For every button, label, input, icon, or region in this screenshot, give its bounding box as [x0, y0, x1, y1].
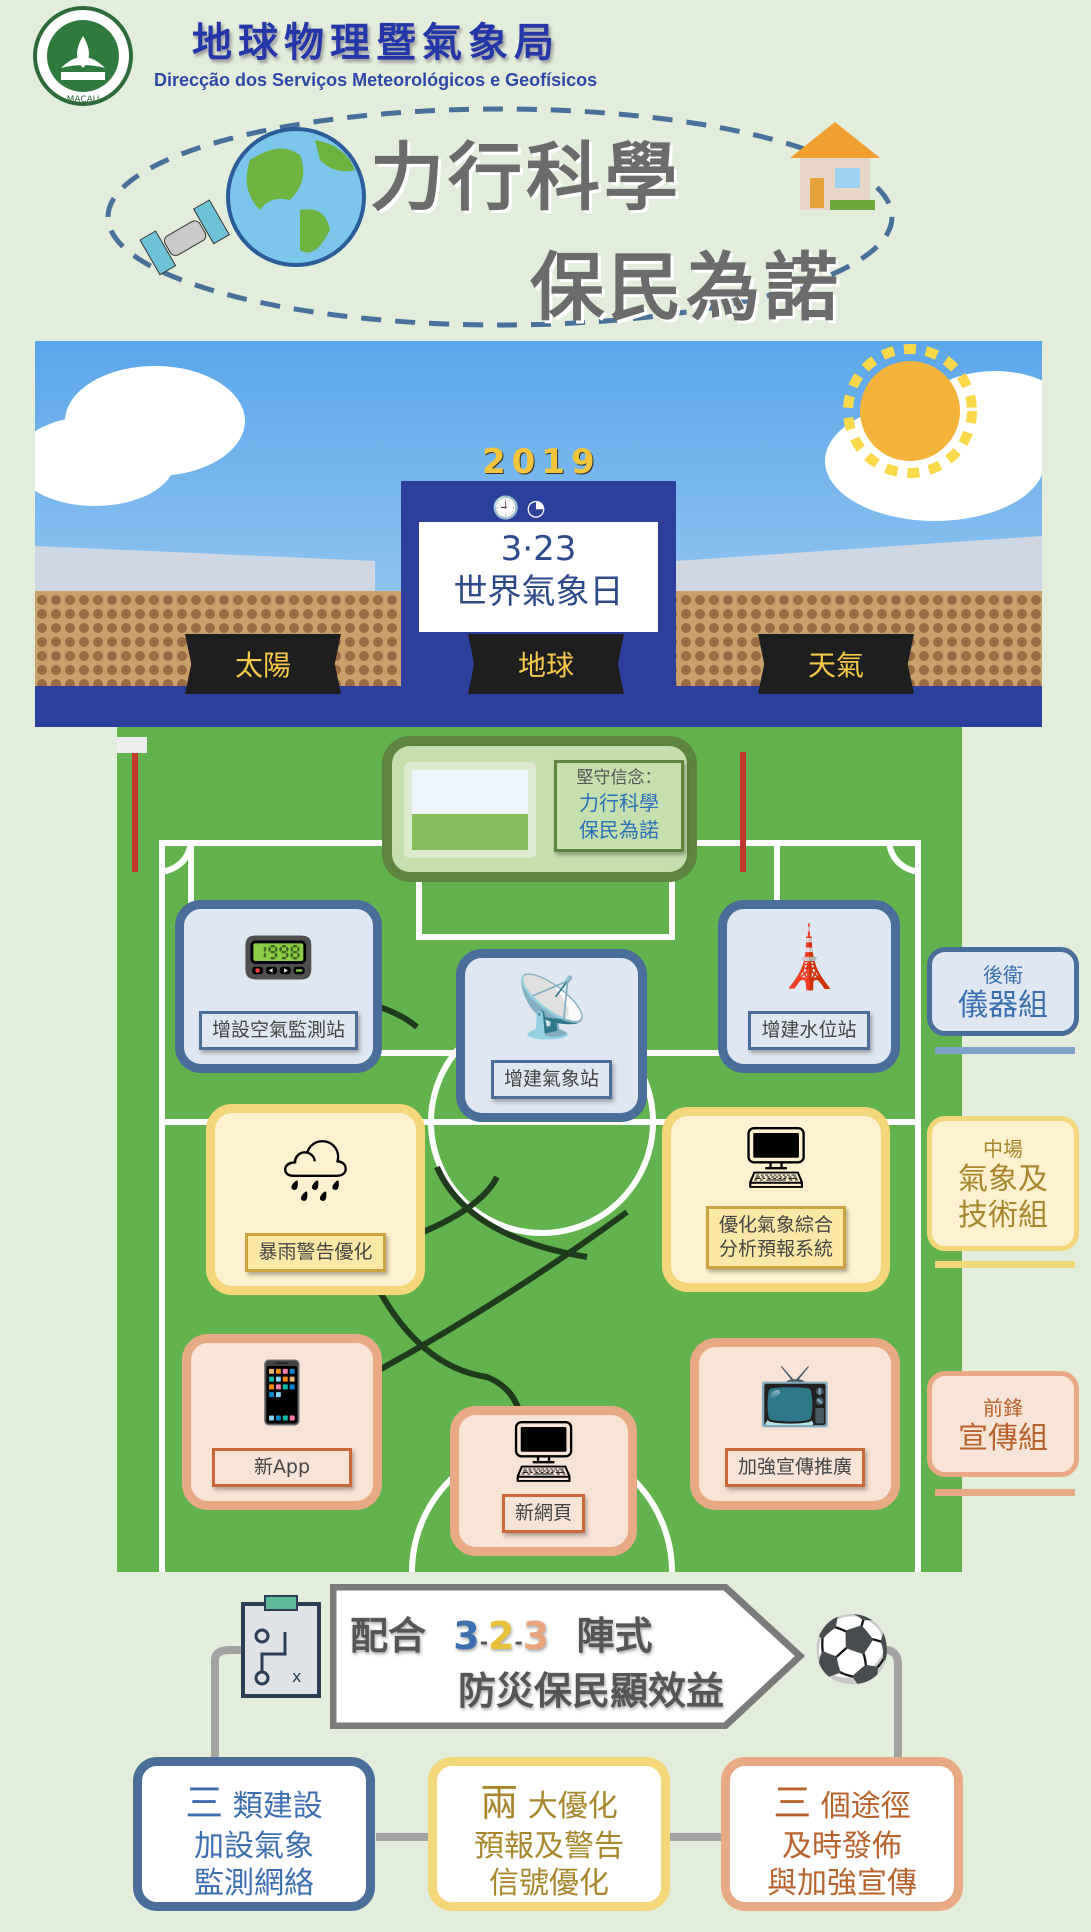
weather-station-icon: 📡 — [514, 971, 589, 1042]
air-monitor-icon: 📟 — [241, 922, 316, 993]
belief-card: 堅守信念： 力行科學 保民為諾 — [382, 736, 697, 882]
desktop-monitor-icon: 🖥 — [505, 1417, 582, 1488]
tactics-clipboard-icon: x — [241, 1595, 321, 1698]
water-gauge-icon: 🗼 — [771, 922, 847, 993]
formation-banner — [330, 1584, 805, 1729]
org-name-portuguese: Direcção dos Serviços Meteorológicos e G… — [154, 70, 598, 90]
belief-label: 堅守信念： — [576, 768, 662, 788]
card-new-website: 🖥新網頁 — [450, 1406, 637, 1556]
banner-earth: 地球 — [468, 634, 624, 694]
divider — [935, 1489, 1075, 1496]
clock-icon: 🕘 ◔ — [492, 496, 546, 521]
event-date: 3·23 — [500, 529, 577, 569]
belief-line-2: 保民為諾 — [579, 817, 659, 842]
position-midfield: 中場氣象及技術組 — [927, 1116, 1079, 1251]
soccer-ball-icon: ⚽ — [812, 1613, 892, 1687]
connector-lines — [211, 1646, 902, 1841]
computer-servers-icon: 🖥 — [737, 1123, 815, 1194]
divider — [935, 1047, 1075, 1054]
scoreboard-text: 3·23 世界氣象日 — [419, 528, 658, 613]
formation-mid: 2 — [488, 1614, 515, 1658]
formation-back: 3 — [453, 1614, 480, 1658]
slogan-line-1: 力行科學 — [370, 135, 682, 221]
card-rainstorm-warning: 🌧暴雨警告優化 — [206, 1104, 425, 1295]
summary-three-channels: 三 個途徑 及時發佈與加強宣傳 — [721, 1757, 963, 1911]
macau-emblem-logo: MACAU — [33, 6, 133, 106]
school-building-icon — [404, 762, 536, 858]
year-label: 2019 — [482, 442, 601, 482]
formation-subtitle: 防災保民顯效益 — [458, 1669, 725, 1713]
formation-forward: 3 — [522, 1614, 550, 1658]
house-icon — [790, 122, 880, 210]
card-forecast-system: 🖥優化氣象綜合分析預報系統 — [662, 1107, 890, 1292]
card-water-station: 🗼增建水位站 — [718, 900, 900, 1073]
slogan-line-2: 保民為諾 — [530, 245, 842, 331]
belief-line-1: 力行科學 — [579, 790, 659, 815]
satellite-icon — [139, 199, 230, 276]
svg-text:x: x — [292, 1667, 301, 1686]
banner-weather: 天氣 — [758, 634, 914, 694]
earth-icon — [226, 127, 366, 267]
position-forward: 前鋒宣傳組 — [927, 1371, 1079, 1477]
card-weather-station: 📡增建氣象站 — [456, 949, 647, 1122]
position-defender: 後衛儀器組 — [927, 947, 1079, 1036]
divider — [935, 1261, 1075, 1268]
sun-icon — [843, 344, 977, 478]
svg-text:MACAU: MACAU — [67, 95, 100, 105]
tv-media-icon: 📺 — [757, 1360, 833, 1431]
camera-icon — [117, 737, 746, 872]
summary-three-constructions: 三 類建設 加設氣象監測網絡 — [133, 1757, 375, 1911]
event-name: 世界氣象日 — [453, 571, 624, 612]
card-new-app: 📱新App — [182, 1334, 382, 1510]
orbit-illustration — [105, 106, 895, 328]
card-air-station: 📟增設空氣監測站 — [175, 900, 382, 1073]
card-promotion: 📺加強宣傳推廣 — [690, 1338, 900, 1510]
formation-title: 配合 3-2-3 陣式 — [350, 1614, 653, 1658]
rainstorm-city-icon: 🌧 — [277, 1135, 354, 1206]
banner-sun: 太陽 — [185, 634, 341, 694]
org-name-chinese: 地球物理暨氣象局 — [192, 20, 560, 66]
summary-two-optimizations: 兩 大優化 預報及警告信號優化 — [428, 1757, 670, 1911]
smartphone-icon: 📱 — [244, 1358, 320, 1429]
